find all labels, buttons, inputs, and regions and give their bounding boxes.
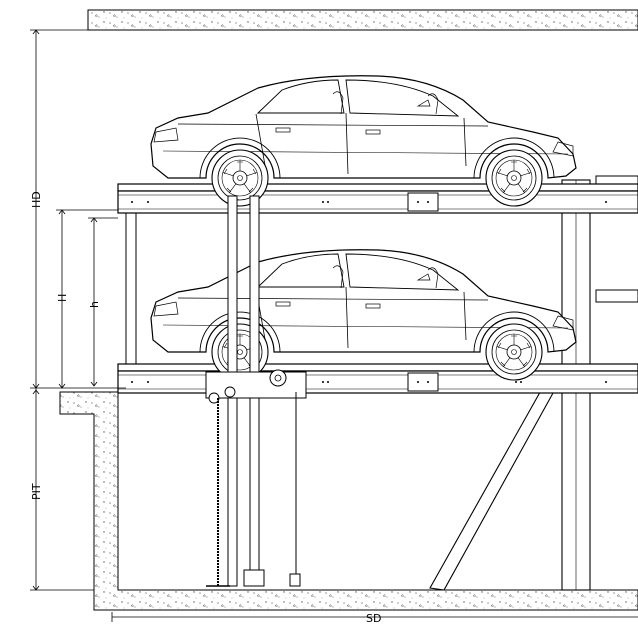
dimension-label-hd: HD: [30, 191, 43, 208]
dimension-label-h-lower: h: [88, 301, 101, 308]
lower-level: [117, 250, 638, 394]
dimension-label-pit: PIT: [30, 483, 43, 500]
upper-level: [117, 76, 638, 214]
dimension-label-h-upper: H: [56, 294, 69, 302]
pit-structure: [59, 391, 638, 611]
lifting-mechanism: [205, 195, 307, 587]
dimension-label-sd: SD: [366, 612, 381, 622]
dimension-lines: [30, 29, 638, 622]
ceiling-slab: [87, 9, 638, 31]
